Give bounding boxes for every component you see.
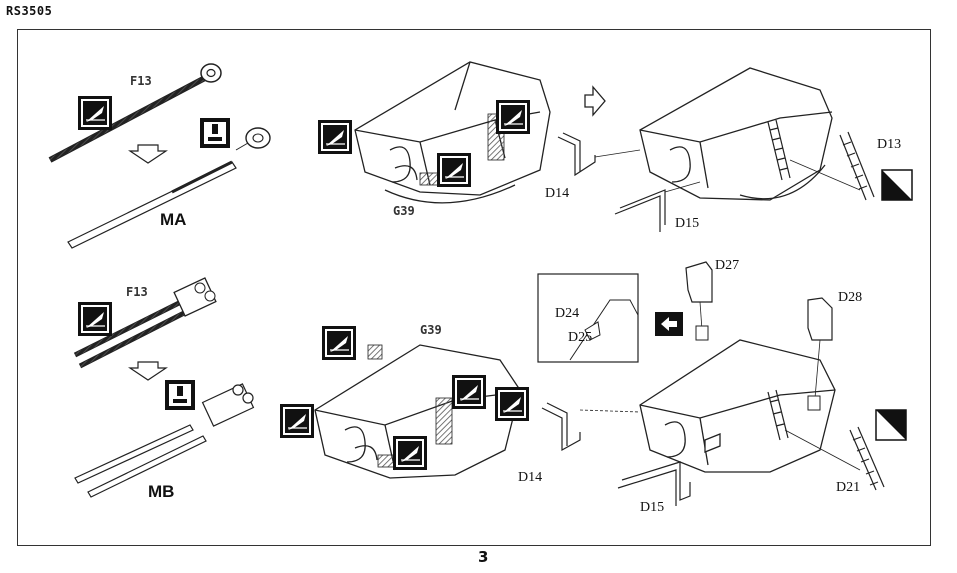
- drill-icon: [165, 380, 195, 410]
- cement-icon: [321, 325, 357, 361]
- turret-hatched-slot: [367, 344, 383, 360]
- label-d15-ma: D15: [675, 216, 700, 231]
- label-g39-mb: G39: [420, 323, 442, 337]
- turret-ma-final: [639, 67, 833, 201]
- label-d28: D28: [838, 290, 863, 305]
- ladder-d13: [839, 131, 875, 201]
- cement-icon: [279, 403, 315, 439]
- step-ma: [48, 61, 913, 249]
- label-d24-inset: D24: [555, 306, 580, 321]
- turret-hatched-panel: [435, 397, 453, 445]
- detail-inset: [537, 273, 639, 363]
- cement-icon: [495, 99, 531, 135]
- half-fill-square-icon: [881, 169, 913, 201]
- part-d27-guide: [699, 301, 703, 331]
- part-d14-ma: [557, 132, 641, 177]
- drill-icon: [200, 118, 230, 148]
- part-d15-ma: [614, 181, 701, 232]
- ladder-d13-mounted: [767, 119, 861, 191]
- half-fill-square-icon: [875, 409, 907, 441]
- label-d14-ma: D14: [545, 186, 570, 201]
- cement-icon: [451, 374, 487, 410]
- instruction-frame: [17, 29, 931, 546]
- part-d15-mb: [617, 461, 691, 506]
- label-assembly-mb: MB: [148, 482, 175, 501]
- cement-icon: [317, 119, 353, 155]
- barrel-f13-ma: [48, 63, 222, 163]
- part-d28-plate: [807, 297, 833, 341]
- cement-icon: [77, 95, 113, 131]
- cement-icon: [436, 152, 472, 188]
- barrels-f13-mb: [73, 277, 217, 369]
- ladder-d21: [849, 426, 885, 491]
- part-d27-slot: [695, 325, 709, 341]
- next-step-arrow-icon: [584, 85, 606, 117]
- page-number: 3: [478, 548, 489, 566]
- cement-icon: [77, 301, 113, 337]
- label-d15-mb: D15: [640, 500, 665, 515]
- document-code: RS3505: [6, 4, 53, 18]
- barrel-assembled-ma: [67, 127, 271, 249]
- view-direction-icon: [655, 312, 683, 336]
- label-d27: D27: [715, 258, 740, 273]
- label-f13-mb: F13: [126, 285, 148, 299]
- label-d21: D21: [836, 480, 861, 495]
- down-arrow-icon: [128, 361, 168, 381]
- label-d13: D13: [877, 137, 902, 152]
- label-g39-ma: G39: [393, 204, 415, 218]
- step-mb: [73, 261, 907, 506]
- part-d14-mb: [541, 402, 641, 452]
- cement-icon: [494, 386, 530, 422]
- down-arrow-icon: [128, 144, 168, 164]
- cement-icon: [392, 435, 428, 471]
- part-d28-guide: [814, 339, 821, 399]
- label-assembly-ma: MA: [160, 210, 187, 229]
- label-f13-ma: F13: [130, 74, 152, 88]
- label-d14-mb: D14: [518, 470, 543, 485]
- part-d28-slot: [807, 395, 821, 411]
- label-d25-inset: D25: [568, 330, 593, 345]
- turret-hatched-slot: [377, 454, 395, 468]
- turret-mb-final: [639, 339, 836, 473]
- ladder-d21-mounted: [767, 389, 861, 471]
- barrels-assembled-mb: [74, 383, 255, 498]
- turret-hatched-slot: [419, 172, 439, 186]
- part-d27-plate: [685, 261, 713, 303]
